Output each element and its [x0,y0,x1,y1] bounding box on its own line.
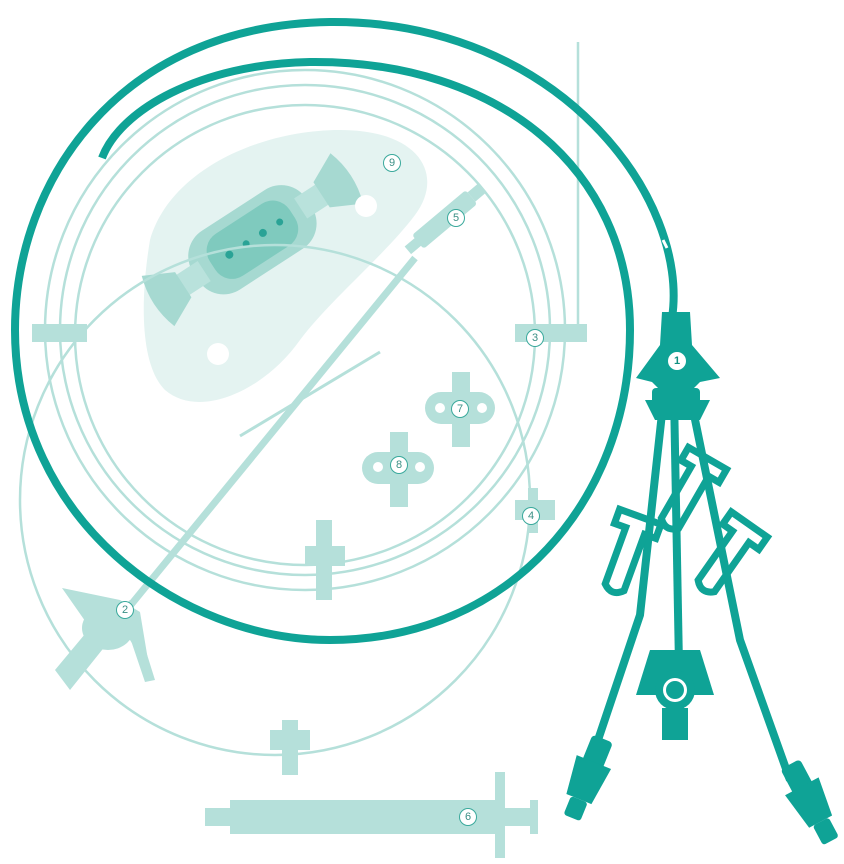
label-1: 1 [669,353,686,370]
svg-text:5: 5 [453,212,459,224]
label-2: 2 [117,602,134,619]
dressing-pad [135,130,427,402]
label-3: 3 [527,330,544,347]
label-8: 8 [391,457,408,474]
svg-text:4: 4 [528,510,534,522]
svg-text:7: 7 [457,403,463,415]
luer-connectors [554,650,844,850]
svg-text:1: 1 [674,355,680,367]
label-7: 7 [452,401,469,418]
svg-text:8: 8 [396,459,402,471]
label-5: 5 [448,210,465,227]
label-9: 9 [384,155,401,172]
syringe [205,772,538,858]
label-4: 4 [523,508,540,525]
svg-text:2: 2 [122,604,128,616]
label-6: 6 [460,809,477,826]
center-cap [636,650,714,740]
svg-text:3: 3 [532,332,538,344]
svg-text:6: 6 [465,811,471,823]
svg-text:9: 9 [389,157,395,169]
